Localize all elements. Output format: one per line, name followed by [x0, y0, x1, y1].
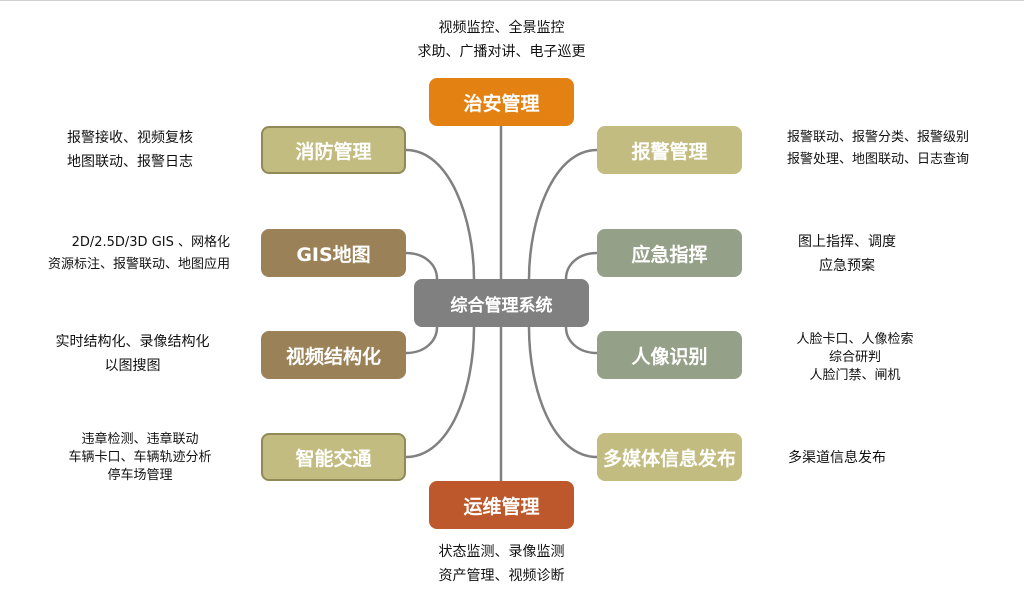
link-left-2 — [405, 326, 439, 355]
desc-video-structuring: 实时结构化、录像结构化 以图搜图 — [30, 330, 235, 378]
desc-line: 人脸门禁、闸机 — [809, 368, 901, 383]
desc-line: 人脸卡口、人像检索 — [796, 332, 914, 347]
node-face-recognition[interactable]: 人像识别 — [597, 331, 742, 379]
node-smart-traffic[interactable]: 智能交通 — [261, 433, 406, 481]
node-label: 视频结构化 — [285, 345, 381, 368]
desc-operations: 状态监测、录像监测 资产管理、视频诊断 — [380, 540, 623, 588]
desc-line: 地图联动、报警日志 — [67, 154, 193, 170]
desc-multimedia: 多渠道信息发布 — [788, 446, 886, 470]
link-right-1 — [564, 251, 598, 280]
desc-line: 报警处理、地图联动、日志查询 — [787, 152, 970, 167]
desc-line: 以图搜图 — [104, 358, 161, 374]
node-fire[interactable]: 消防管理 — [261, 126, 406, 174]
center-label: 综合管理系统 — [450, 295, 553, 316]
desc-line: 资产管理、视频诊断 — [438, 568, 565, 584]
desc-face-recognition: 人脸卡口、人像检索 综合研判 人脸门禁、闸机 — [780, 331, 930, 385]
desc-line: 资源标注、报警联动、地图应用 — [47, 257, 230, 272]
desc-smart-traffic: 违章检测、违章联动 车辆卡口、车辆轨迹分析 停车场管理 — [40, 431, 240, 485]
desc-line: 求助、广播对讲、电子巡更 — [417, 44, 586, 60]
link-right-2 — [564, 326, 598, 355]
node-label: 智能交通 — [295, 447, 372, 470]
node-emergency[interactable]: 应急指挥 — [597, 229, 742, 277]
top-border — [0, 0, 1024, 1]
desc-alarm: 报警联动、报警分类、报警级别 报警处理、地图联动、日志查询 — [787, 127, 969, 171]
desc-line: 应急预案 — [819, 258, 875, 274]
node-operations[interactable]: 运维管理 — [429, 481, 574, 529]
node-gis[interactable]: GIS地图 — [261, 229, 406, 277]
desc-line: 停车场管理 — [107, 468, 173, 483]
node-label: 多媒体信息发布 — [602, 447, 736, 470]
node-label: 治安管理 — [463, 92, 540, 115]
node-label: 人像识别 — [631, 345, 708, 368]
node-label: 报警管理 — [631, 140, 708, 163]
desc-line: 2D/2.5D/3D GIS 、网格化 — [71, 235, 230, 250]
node-multimedia[interactable]: 多媒体信息发布 — [597, 433, 742, 481]
link-right-3 — [527, 326, 598, 459]
link-left-0 — [405, 148, 476, 280]
desc-fire: 报警接收、视频复核 地图联动、报警日志 — [30, 126, 230, 174]
desc-line: 实时结构化、录像结构化 — [55, 334, 210, 350]
node-public-security[interactable]: 治安管理 — [429, 78, 574, 126]
node-label: GIS地图 — [296, 243, 371, 266]
desc-line: 综合研判 — [828, 350, 881, 365]
desc-line: 图上指挥、调度 — [798, 234, 896, 250]
node-label: 应急指挥 — [631, 243, 708, 266]
desc-line: 状态监测、录像监测 — [438, 544, 565, 560]
desc-line: 视频监控、全景监控 — [438, 20, 565, 36]
link-left-3 — [405, 326, 476, 459]
node-label: 消防管理 — [295, 140, 372, 163]
node-label: 运维管理 — [463, 495, 540, 518]
desc-line: 报警联动、报警分类、报警级别 — [787, 130, 970, 145]
desc-line: 报警接收、视频复核 — [67, 130, 193, 146]
center-node[interactable]: 综合管理系统 — [414, 279, 589, 327]
desc-emergency: 图上指挥、调度 应急预案 — [782, 230, 912, 278]
desc-gis: 2D/2.5D/3D GIS 、网格化 资源标注、报警联动、地图应用 — [10, 232, 230, 276]
link-right-0 — [527, 148, 598, 280]
node-video-structuring[interactable]: 视频结构化 — [261, 331, 406, 379]
link-left-1 — [405, 251, 439, 280]
desc-line: 车辆卡口、车辆轨迹分析 — [68, 450, 212, 465]
desc-line: 违章检测、违章联动 — [81, 432, 199, 447]
node-alarm[interactable]: 报警管理 — [597, 126, 742, 174]
desc-line: 多渠道信息发布 — [788, 450, 886, 466]
desc-public-security: 视频监控、全景监控 求助、广播对讲、电子巡更 — [380, 16, 623, 64]
